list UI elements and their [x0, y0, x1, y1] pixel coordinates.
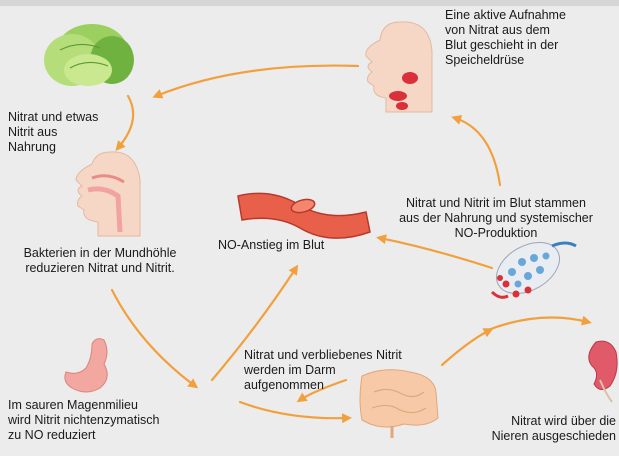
arrow-mouth-to-intestine	[112, 290, 195, 386]
head-mouth-icon	[76, 152, 140, 236]
arrow-bottom-to-intestine	[240, 402, 348, 418]
arrow-food-to-mouth	[118, 96, 133, 148]
label-food-nitrate: Nitrat und etwas Nitrit aus Nahrung	[8, 110, 98, 155]
arrow-intestine-to-capillary	[442, 330, 490, 365]
arrow-blood-to-salivary	[455, 118, 500, 185]
label-oral-bacteria: Bakterien in der Mundhöhle reduzieren Ni…	[14, 246, 186, 276]
arrow-capillary-to-no	[380, 238, 492, 268]
label-stomach: Im sauren Magenmilieu wird Nitrit nichte…	[8, 398, 159, 443]
label-intestine: Nitrat und verbliebenes Nitrit werden im…	[244, 348, 402, 393]
kidney-icon	[589, 341, 617, 402]
arrow-to-kidney	[488, 318, 588, 331]
label-salivary-gland: Eine aktive Aufnahme von Nitrat aus dem …	[445, 8, 566, 68]
label-kidney: Nitrat wird über die Nieren ausgeschiede…	[476, 414, 616, 444]
label-blood-source: Nitrat und Nitrit im Blut stammen aus de…	[380, 196, 612, 241]
blood-vessel-icon	[238, 193, 370, 238]
head-salivary-icon	[366, 22, 432, 112]
stomach-icon	[65, 339, 107, 392]
lettuce-icon	[44, 24, 134, 86]
arrow-salivary-to-food	[156, 66, 358, 96]
label-no-increase: NO-Anstieg im Blut	[218, 238, 324, 253]
capillary-icon	[488, 232, 576, 304]
